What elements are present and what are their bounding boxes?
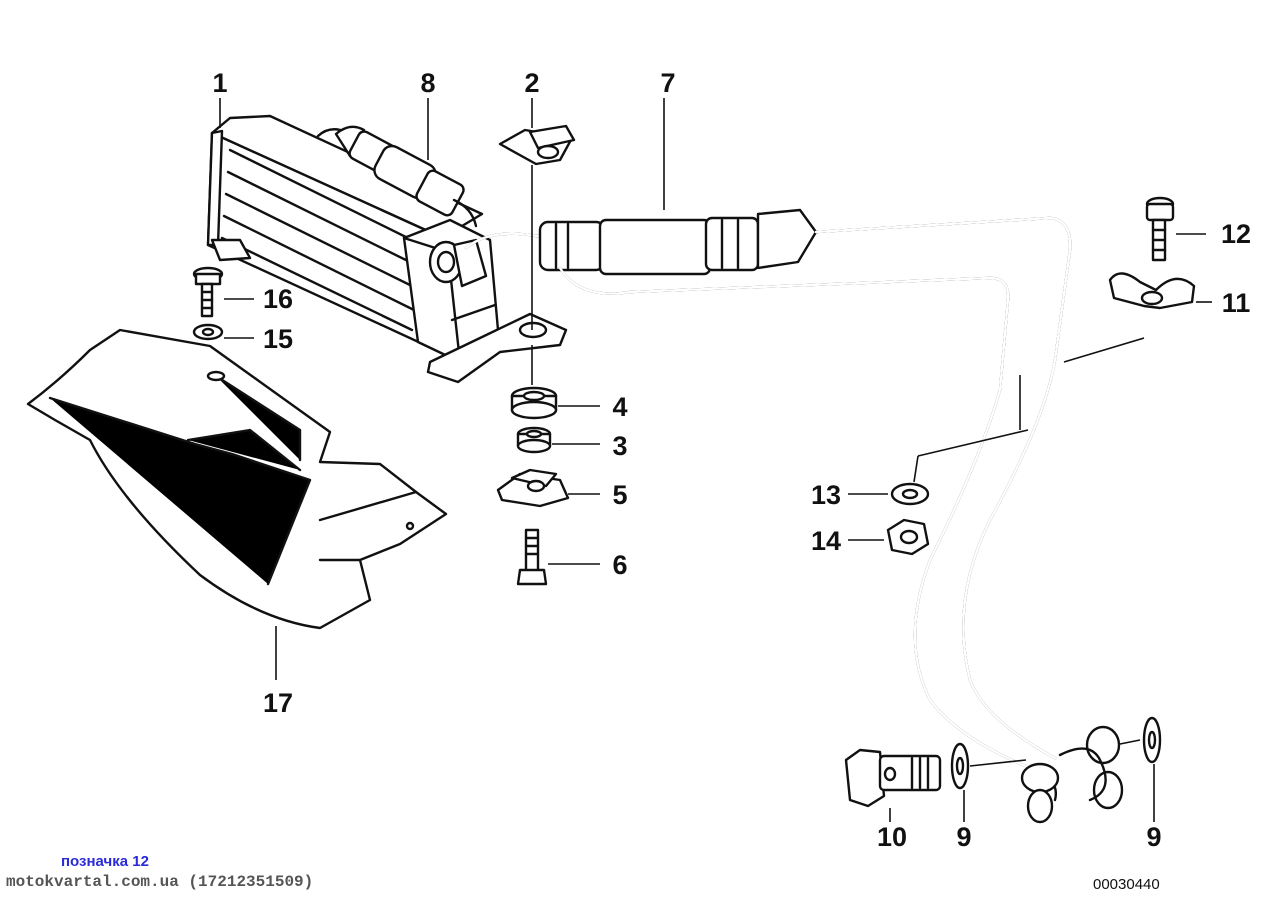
callout-7: 7: [660, 68, 675, 98]
callout-17: 17: [263, 688, 293, 718]
callout-5: 5: [612, 480, 627, 510]
washer-13: [890, 482, 930, 506]
callout-9-left: 9: [956, 822, 971, 852]
bracket-11: [1108, 272, 1196, 310]
callout-2: 2: [524, 68, 539, 98]
seal-ring-9b: [1142, 716, 1162, 764]
callout-6: 6: [612, 550, 627, 580]
callout-10: 10: [877, 822, 907, 852]
clip-nut-2: [498, 124, 576, 166]
leader-lines: [219, 98, 1212, 822]
note-label: позначка 12: [61, 853, 149, 870]
callout-numbers: 1 8 2 7 12 11 16 15 4 3 5 6 13 14 17 10 …: [212, 68, 1251, 852]
seal-ring-9a: [950, 742, 970, 790]
air-duct-17: [26, 328, 448, 630]
spring-nut-5: [496, 468, 570, 508]
callout-14: 14: [811, 526, 841, 556]
oil-cooler: [206, 114, 568, 384]
hose-8: [316, 125, 478, 228]
grommet-4: [510, 386, 558, 420]
callout-15: 15: [263, 324, 293, 354]
callout-16: 16: [263, 284, 293, 314]
callout-8: 8: [420, 68, 435, 98]
site-watermark: motokvartal.com.ua (17212351509): [6, 873, 314, 891]
screw-12: [1145, 196, 1175, 262]
callout-13: 13: [811, 480, 841, 510]
nut-14: [886, 518, 930, 556]
callout-1: 1: [212, 68, 227, 98]
callout-12: 12: [1221, 219, 1251, 249]
callout-4: 4: [612, 392, 627, 422]
callout-9-right: 9: [1146, 822, 1161, 852]
diagram-id: 00030440: [1093, 876, 1160, 893]
screw-16: [192, 266, 224, 318]
oil-line-7: [464, 208, 1124, 824]
bolt-6: [516, 528, 548, 586]
banjo-bolt-10: [844, 748, 942, 808]
callout-11: 11: [1222, 288, 1251, 318]
callout-3: 3: [612, 431, 627, 461]
sleeve-3: [516, 426, 552, 454]
washer-15: [192, 323, 224, 341]
